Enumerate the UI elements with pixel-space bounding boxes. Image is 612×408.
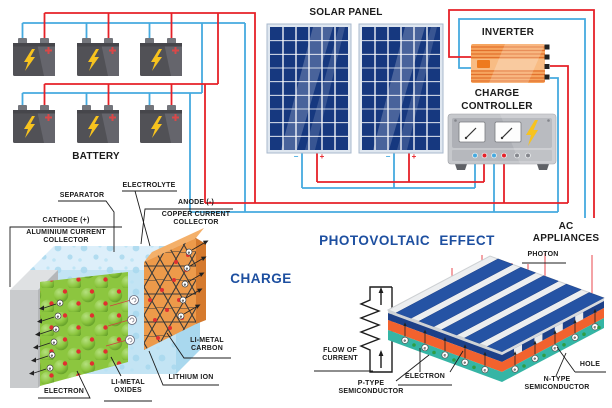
inverter-button	[477, 60, 490, 68]
electron-arrows-left	[29, 303, 57, 376]
svg-text:e: e	[180, 314, 183, 319]
lithium-ion-icons	[105, 295, 139, 347]
battery-diagram-leaders	[9, 190, 233, 402]
electron-label-pv: ELECTRON	[404, 373, 446, 380]
resistor-circuit	[359, 286, 393, 373]
solar-panel-array	[266, 23, 444, 154]
svg-text:e: e	[186, 266, 189, 271]
lithium-ion-label: LITHIUM ION	[168, 374, 214, 381]
svg-text:e: e	[484, 367, 487, 372]
svg-text:e: e	[188, 250, 191, 255]
battery-icon	[140, 105, 182, 143]
ac-appliances-label: AC APPLIANCES	[532, 221, 600, 244]
li-battery-3d: e e e e e e e e e e e	[9, 190, 233, 402]
inverter-device	[471, 44, 550, 83]
meter-icon	[494, 121, 522, 143]
cathode-label: CATHODE (+)	[42, 217, 90, 224]
svg-text:e: e	[404, 338, 407, 343]
copper-collector-slab	[144, 228, 206, 350]
dc-wires-red	[43, 9, 595, 218]
battery-icon	[140, 38, 182, 76]
svg-text:e: e	[424, 345, 427, 350]
svg-text:e: e	[184, 282, 187, 287]
battery-label: BATTERY	[72, 151, 120, 162]
pv-diagram-leaders	[314, 262, 606, 386]
battery-icon	[77, 105, 119, 143]
electron-label-battery: ELECTRON	[43, 388, 85, 395]
electron-arrows-right	[183, 240, 209, 315]
svg-text:e: e	[464, 360, 467, 365]
hole-label: HOLE	[579, 361, 601, 368]
svg-text:e: e	[51, 353, 54, 358]
separator-label: SEPARATOR	[59, 192, 105, 199]
svg-text:e: e	[514, 367, 517, 372]
panel2-plus-terminal: +	[411, 152, 417, 161]
li-metal-oxides-label: LI-METAL OXIDES	[111, 379, 145, 395]
battery-icon	[13, 38, 55, 76]
panel1-plus-terminal: +	[319, 152, 325, 161]
photovoltaic-effect-heading: PHOTOVOLTAIC EFFECT	[319, 233, 495, 248]
svg-text:e: e	[59, 301, 62, 306]
inverter-terminals	[544, 44, 550, 80]
charge-controller-label: CHARGE CONTROLLER	[461, 88, 533, 112]
battery-bank	[13, 38, 182, 143]
svg-text:e: e	[182, 298, 185, 303]
svg-text:e: e	[49, 366, 52, 371]
charge-controller-device	[447, 113, 557, 170]
hole-dots	[412, 325, 601, 370]
electrolyte-label: ELECTROLYTE	[122, 182, 176, 189]
svg-text:e: e	[574, 335, 577, 340]
battery-icon	[13, 105, 55, 143]
solar-panel-icon	[358, 23, 444, 154]
svg-text:e: e	[53, 340, 56, 345]
flow-of-current-label: FLOW OF CURRENT	[322, 347, 358, 363]
svg-text:e: e	[534, 356, 537, 361]
electron-circles-right: e e e e e	[177, 248, 193, 320]
svg-text:e: e	[57, 314, 60, 319]
pv-glass-stripes	[395, 258, 605, 353]
anode-label: ANODE (-)	[177, 199, 215, 206]
meter-icon	[458, 121, 486, 143]
controller-terminals	[472, 152, 531, 159]
svg-text:e: e	[594, 325, 597, 330]
lightning-icon	[526, 120, 538, 146]
li-metal-carbon-label: LI-METAL CARBON	[190, 337, 224, 353]
solar-panel-icon	[266, 23, 352, 154]
svg-text:e: e	[554, 346, 557, 351]
stripe-cross-sections	[514, 312, 584, 356]
aluminium-collector-label: ALUMINIUM CURRENT COLLECTOR	[26, 229, 106, 245]
inverter-label: INVERTER	[481, 27, 535, 38]
photon-label: PHOTON	[527, 251, 559, 258]
electron-circles-left: e e e e e e	[46, 299, 64, 372]
pv-cell-3d: e e e e e e e e e e	[314, 253, 606, 386]
svg-text:e: e	[444, 353, 447, 358]
charge-heading: CHARGE	[230, 271, 292, 286]
n-type-semiconductor-label: N-TYPE SEMICONDUCTOR	[524, 376, 590, 392]
solar-panel-label: SOLAR PANEL	[309, 7, 383, 18]
svg-text:e: e	[55, 327, 58, 332]
panel2-minus-terminal: −	[385, 152, 391, 161]
panel1-minus-terminal: −	[293, 152, 299, 161]
copper-collector-label: COPPER CURRENT COLLECTOR	[161, 211, 231, 227]
p-type-semiconductor-label: P-TYPE SEMICONDUCTOR	[338, 380, 404, 396]
battery-icon	[77, 38, 119, 76]
